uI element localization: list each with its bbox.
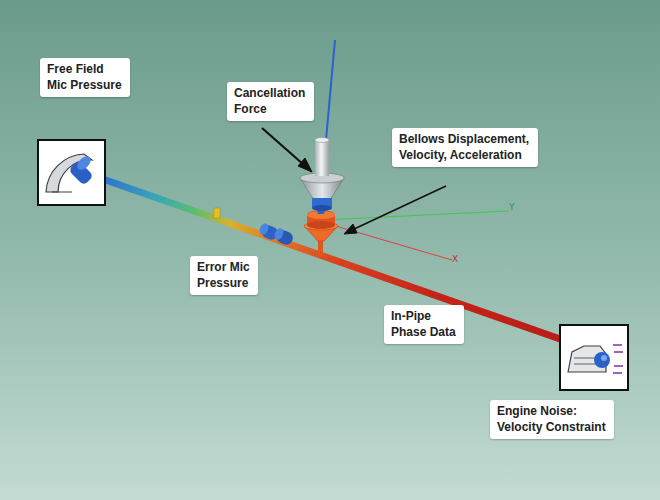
leader-arrow bbox=[344, 186, 446, 234]
axis-label: Y bbox=[509, 202, 515, 212]
shaker bbox=[300, 40, 344, 214]
engine-icon bbox=[560, 325, 628, 390]
label-box: Engine Noise: Velocity Constraint bbox=[490, 400, 614, 439]
label-text: Engine Noise: Velocity Constraint bbox=[497, 404, 607, 435]
label-text: Error Mic Pressure bbox=[197, 260, 251, 291]
label-text: In-Pipe Phase Data bbox=[391, 309, 457, 340]
axis-label: X bbox=[452, 254, 458, 264]
label-text: Bellows Displacement, Velocity, Accelera… bbox=[399, 132, 531, 163]
label-box: In-Pipe Phase Data bbox=[384, 305, 464, 344]
label-text: Cancellation Force bbox=[234, 86, 307, 117]
y-axis bbox=[322, 211, 508, 220]
microphone-icon bbox=[38, 140, 105, 205]
error-microphones bbox=[258, 222, 295, 247]
label-box: Error Mic Pressure bbox=[190, 256, 258, 295]
label-box: Cancellation Force bbox=[227, 82, 314, 121]
x-axis bbox=[322, 222, 452, 260]
bellows bbox=[304, 210, 338, 256]
pipe bbox=[100, 178, 580, 346]
label-text: Free Field Mic Pressure bbox=[47, 62, 123, 93]
label-box: Bellows Displacement, Velocity, Accelera… bbox=[392, 128, 538, 167]
leader-arrow bbox=[262, 128, 312, 172]
label-box: Free Field Mic Pressure bbox=[40, 58, 130, 97]
pipe-stub bbox=[214, 208, 220, 218]
